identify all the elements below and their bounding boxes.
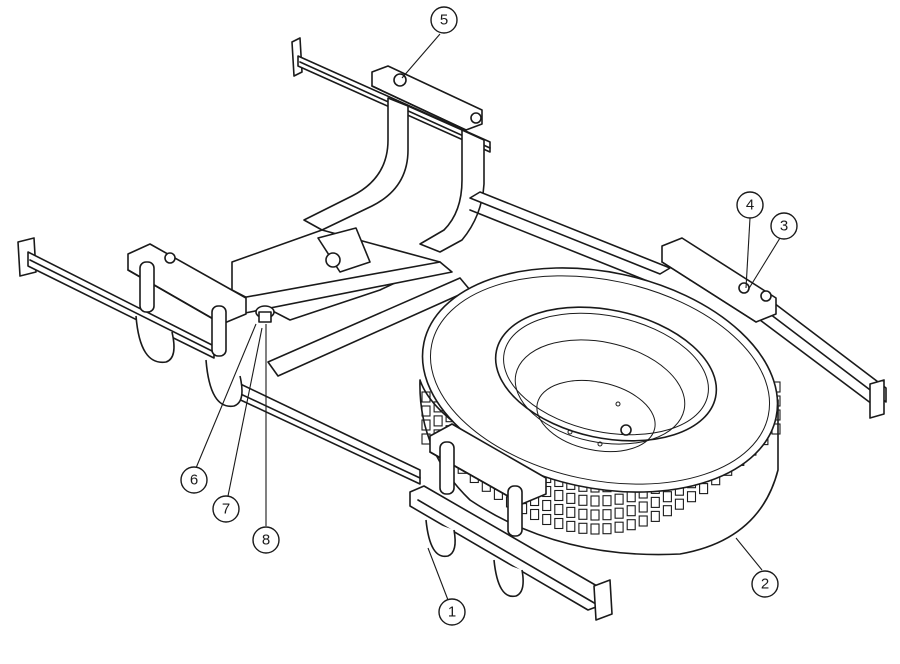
callout-6-label: 6 xyxy=(190,472,198,489)
front-cross-bar xyxy=(409,485,613,621)
tread-block xyxy=(614,507,624,519)
tread-block xyxy=(566,492,576,504)
callout-2-label: 2 xyxy=(761,576,769,593)
tread-block xyxy=(674,498,684,510)
tread-block xyxy=(650,496,660,508)
callout-3-label: 3 xyxy=(780,218,788,235)
callout-3: 3 xyxy=(770,212,798,240)
tread-block xyxy=(566,520,576,532)
tread-block xyxy=(566,506,576,518)
tread-block xyxy=(602,523,612,535)
top-bracket xyxy=(371,65,483,131)
callout-1-label: 1 xyxy=(448,604,456,621)
tread-block xyxy=(554,489,564,502)
tread-block xyxy=(650,510,660,522)
tread-block xyxy=(662,491,672,503)
tread-block xyxy=(542,513,552,526)
tread-block xyxy=(602,509,612,521)
callout-5-label: 5 xyxy=(440,12,448,29)
main-frame xyxy=(229,191,671,485)
tread-block xyxy=(421,391,431,403)
tread-block xyxy=(590,523,600,535)
callout-8-label: 8 xyxy=(262,532,270,549)
front-bracket xyxy=(429,423,547,537)
callout-6: 6 xyxy=(180,466,208,494)
tread-block xyxy=(614,493,624,505)
callout-7-label: 7 xyxy=(222,501,230,518)
spare-wheel xyxy=(419,267,781,556)
tread-block xyxy=(578,494,588,506)
tread-block xyxy=(590,495,600,507)
tread-block xyxy=(578,508,588,520)
tread-block xyxy=(554,503,564,516)
tread-block xyxy=(626,505,636,517)
right-bracket xyxy=(661,237,777,323)
callout-4-label: 4 xyxy=(746,197,754,214)
callout-4: 4 xyxy=(736,191,764,219)
leader-lines xyxy=(195,33,781,601)
callout-2: 2 xyxy=(751,570,779,598)
callout-8: 8 xyxy=(252,526,280,554)
tread-block xyxy=(530,508,540,521)
tread-block xyxy=(433,415,443,427)
tread-block xyxy=(590,509,600,521)
left-bracket xyxy=(127,243,247,408)
tread-block xyxy=(542,499,552,512)
tread-block xyxy=(686,491,697,503)
tread-block xyxy=(578,522,588,534)
tread-block xyxy=(554,517,564,530)
tread-block xyxy=(638,515,648,527)
callout-7: 7 xyxy=(212,495,240,523)
tread-block xyxy=(421,419,431,431)
tread-block xyxy=(626,519,636,531)
tread-block xyxy=(638,501,648,513)
callout-5: 5 xyxy=(430,6,458,34)
callout-1: 1 xyxy=(438,598,466,626)
tread-block xyxy=(662,505,672,517)
tread-block xyxy=(421,405,431,417)
bolt-8 xyxy=(255,305,275,323)
tread-block xyxy=(614,521,624,533)
tread-block xyxy=(602,495,612,507)
